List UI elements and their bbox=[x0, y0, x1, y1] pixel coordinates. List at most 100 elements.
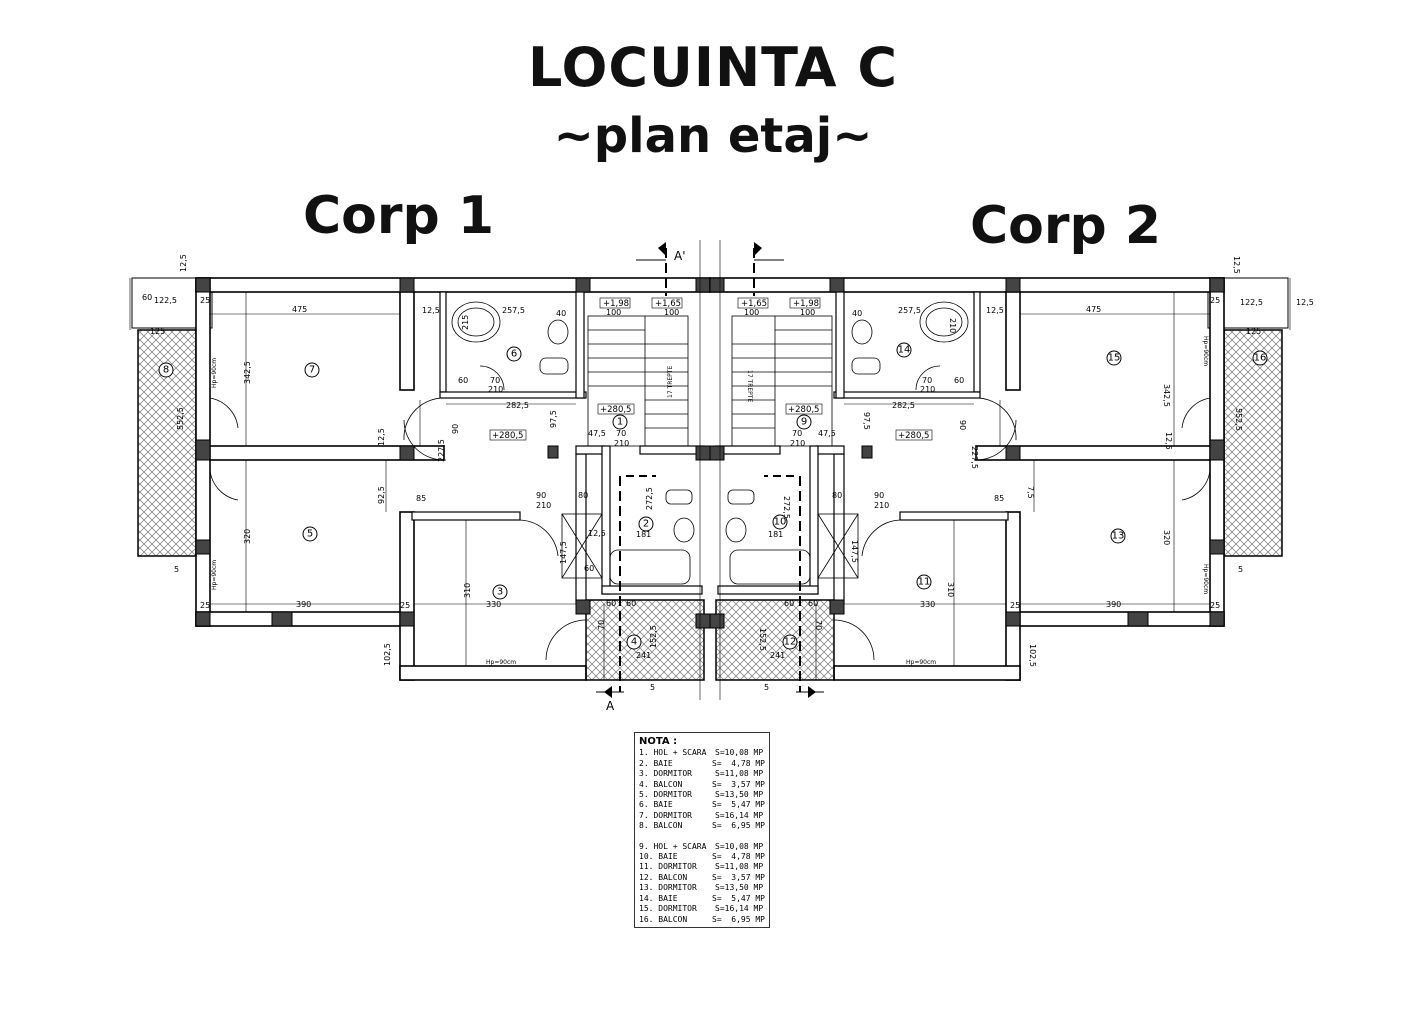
legend-room-name: 2. BAIE bbox=[639, 758, 673, 768]
wall-7-right bbox=[399, 291, 415, 391]
drawing-subtitle: ~plan etaj~ bbox=[553, 108, 873, 164]
dim-text: 181 bbox=[636, 530, 651, 539]
legend-room-area: S=10,08 MP bbox=[715, 748, 764, 758]
legend-room-area: S=11,08 MP bbox=[715, 769, 764, 779]
wall-bath6-left bbox=[439, 291, 447, 393]
dim-text: 210 bbox=[488, 385, 503, 394]
dim-text: 25 bbox=[400, 601, 410, 610]
dim-text: 320 bbox=[243, 529, 252, 544]
dim-text: 70 bbox=[616, 429, 626, 438]
dim-text: 475 bbox=[1086, 305, 1101, 314]
wall-hall bbox=[575, 445, 605, 455]
wall-room3-top bbox=[411, 511, 521, 521]
dim-text: 282,5 bbox=[892, 401, 915, 410]
dim-text: 60 bbox=[626, 599, 636, 608]
dim-text: 12,5 bbox=[377, 428, 386, 446]
room-number: 5 bbox=[307, 529, 313, 540]
legend-room-area: S= 4,78 MP bbox=[712, 758, 765, 768]
dim-text: 390 bbox=[296, 600, 311, 609]
dim-text: 122,5 bbox=[154, 296, 177, 305]
room-number: 11 bbox=[918, 577, 931, 588]
level-tag: +1,98 bbox=[793, 299, 819, 309]
wall-room3-right bbox=[575, 453, 587, 605]
corp-1-plan bbox=[129, 240, 711, 700]
dim-text: 25 bbox=[200, 601, 210, 610]
dim-text: 47,5 bbox=[588, 429, 606, 438]
room-number: 16 bbox=[1254, 353, 1267, 364]
dim-text: 97,5 bbox=[549, 410, 558, 428]
wall-bath6-bottom bbox=[439, 391, 587, 399]
dim-text: 210 bbox=[614, 439, 629, 448]
dim-text: 102,5 bbox=[1028, 644, 1037, 667]
wall-bath2-left bbox=[601, 445, 611, 595]
room-number: 2 bbox=[643, 519, 649, 530]
legend-room-area: S= 3,57 MP bbox=[712, 872, 765, 882]
legend-room-area: S=11,08 MP bbox=[715, 862, 764, 872]
dim-text: 60 bbox=[954, 376, 964, 385]
dim-text: 210 bbox=[536, 501, 551, 510]
dim-text: 12,5 bbox=[986, 306, 1004, 315]
dim-text: 25 bbox=[1210, 296, 1220, 305]
dim-text: 80 bbox=[832, 491, 842, 500]
legend-room-area: S= 3,57 MP bbox=[712, 779, 765, 789]
wall-bath2-bottom bbox=[601, 585, 703, 595]
dim-text: 310 bbox=[946, 582, 955, 597]
dim-text: 70 bbox=[597, 620, 606, 630]
drawing-title: LOCUINTA C bbox=[527, 36, 899, 99]
dim-text: 60 bbox=[142, 293, 152, 302]
level-tag: +1,65 bbox=[741, 299, 767, 309]
section-label-bottom: A bbox=[606, 699, 615, 713]
dim-text: 147,5 bbox=[850, 540, 859, 563]
dim-text: 47,5 bbox=[818, 429, 836, 438]
dim-text: Hp=90cm bbox=[486, 659, 516, 666]
dim-text: 552,5 bbox=[1234, 408, 1243, 431]
dim-text: 80 bbox=[578, 491, 588, 500]
dim-text: Hp=90cm bbox=[211, 560, 218, 590]
dim-text: 60 bbox=[458, 376, 468, 385]
room-number: 15 bbox=[1108, 353, 1121, 364]
legend-room-name: 8. BALCON bbox=[639, 821, 683, 831]
dim-text: 320 bbox=[1162, 530, 1171, 545]
room-number: 1 bbox=[617, 417, 623, 428]
dim-text: 241 bbox=[636, 651, 651, 660]
dim-text: 100 bbox=[800, 308, 815, 317]
room-number: 8 bbox=[163, 365, 169, 376]
dim-text: Hp=90cm bbox=[1202, 564, 1209, 594]
dim-text: 475 bbox=[292, 305, 307, 314]
dim-text: Hp=90cm bbox=[1202, 336, 1209, 366]
room-number: 12 bbox=[784, 637, 797, 648]
dim-text: 5 bbox=[764, 683, 769, 692]
room-number: 4 bbox=[631, 637, 637, 648]
dim-text: 210 bbox=[920, 385, 935, 394]
legend-room-area: S= 6,95 MP bbox=[712, 914, 765, 924]
dim-text: 90 bbox=[536, 491, 546, 500]
legend-room-area: S=13,50 MP bbox=[715, 883, 764, 893]
level-tag: +280,5 bbox=[492, 431, 523, 441]
legend-room-name: 15. DORMITOR bbox=[639, 904, 697, 914]
wall-bottom-left bbox=[195, 611, 411, 627]
corp-1-label: Corp 1 bbox=[303, 186, 495, 246]
dim-text: 282,5 bbox=[506, 401, 529, 410]
dim-text: 257,5 bbox=[502, 306, 525, 315]
legend-room-area: S= 4,78 MP bbox=[712, 852, 765, 862]
room-number: 10 bbox=[774, 517, 787, 528]
dim-text: 147,5 bbox=[559, 541, 568, 564]
dim-text: 122,5 bbox=[1240, 298, 1263, 307]
dim-text: 215 bbox=[461, 315, 470, 330]
dim-text: 12,5 bbox=[1232, 256, 1241, 274]
dim-text: 17 TREPTE bbox=[667, 366, 674, 398]
dim-text: 330 bbox=[486, 600, 501, 609]
dim-text: 310 bbox=[463, 583, 472, 598]
dim-text: 100 bbox=[664, 308, 679, 317]
dim-text: 12,5 bbox=[179, 254, 188, 272]
level-tag: +280,5 bbox=[600, 405, 631, 415]
legend-room-name: 14. BAIE bbox=[639, 893, 678, 903]
legend-room-name: 6. BAIE bbox=[639, 800, 673, 810]
dim-text: 12,5 bbox=[1164, 432, 1173, 450]
balcony-4 bbox=[585, 599, 705, 681]
